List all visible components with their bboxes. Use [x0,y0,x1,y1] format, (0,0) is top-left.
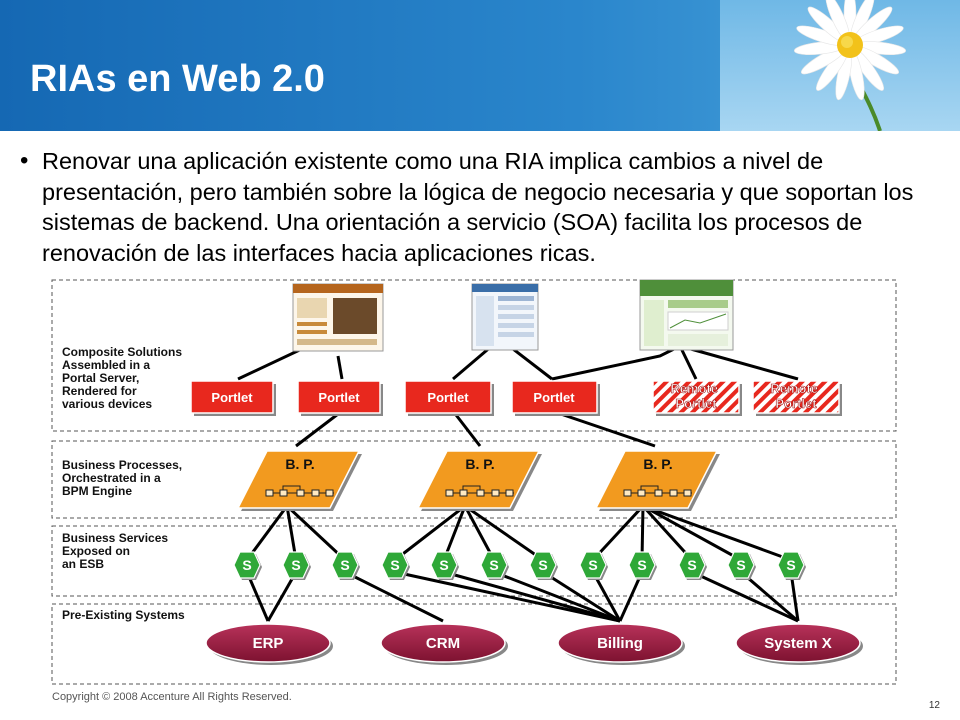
workflow-icon [265,485,334,497]
portlet-row: Portlet Portlet Portlet Portlet Remote P… [190,380,842,416]
portlet-box[interactable]: Portlet [404,380,494,416]
service-hexagon[interactable]: S [727,551,756,580]
soa-architecture-diagram: Composite Solutions Assembled in a Porta… [51,279,897,685]
service-hexagon[interactable]: S [480,551,509,580]
workflow-icon [623,485,692,497]
layer-label-line: an ESB [62,557,104,571]
portal-page-screenshot-icon [639,279,734,351]
remote-portlet-box[interactable]: Remote Portlet [652,380,742,416]
service-hexagon[interactable]: S [331,551,360,580]
system-erp[interactable]: ERP [205,623,333,665]
layer-label-line: Assembled in a [62,358,150,372]
system-label: System X [764,635,832,652]
service-hexagon[interactable]: S [282,551,311,580]
bullet-marker: • [20,147,29,174]
layer-boxes [51,279,897,685]
service-hexagon[interactable]: S [529,551,558,580]
system-label: ERP [253,635,284,652]
layer-label-esb: Business Services Exposed on an ESB [62,531,171,571]
business-process-shape[interactable]: B. P. [236,450,362,511]
layer-label-line: various devices [62,397,152,411]
service-hexagon[interactable]: S [678,551,707,580]
service-hexagon[interactable]: S [233,551,262,580]
service-label: S [390,557,399,573]
business-process-shape[interactable]: B. P. [416,450,542,511]
service-label: S [786,557,795,573]
systems-row: ERP CRM Billing System X [205,623,863,665]
remote-portlet-box[interactable]: Remote Portlet [752,380,842,416]
service-label: S [439,557,448,573]
business-process-label: B. P. [643,456,672,472]
service-hexagon[interactable]: S [628,551,657,580]
remote-portlet-label: Remote Portlet [770,381,821,411]
service-label: S [637,557,646,573]
portal-page-screenshot-icon [471,283,539,351]
service-label: S [242,557,251,573]
portlet-box[interactable]: Portlet [297,380,383,416]
business-process-label: B. P. [285,456,314,472]
slide-title: RIAs en Web 2.0 [30,58,325,100]
page-number: 12 [928,700,940,711]
layer-box-esb [51,525,897,597]
layer-label-line: Pre-Existing Systems [62,608,185,622]
business-process-row: B. P. B. P. [236,450,720,511]
layer-label-systems: Pre-Existing Systems [62,608,185,622]
layer-label-line: Exposed on [62,544,130,558]
remote-portlet-label: Remote Portlet [670,381,721,411]
service-label: S [291,557,300,573]
layer-label-line: Composite Solutions [62,345,182,359]
slide-header: RIAs en Web 2.0 [0,0,960,131]
portlet-label: Portlet [211,390,253,405]
system-label: Billing [597,635,643,652]
service-label: S [736,557,745,573]
daisy-flower-image [793,0,907,131]
connector-lines [237,337,800,623]
portlet-label: Portlet [318,390,360,405]
service-hexagon[interactable]: S [430,551,459,580]
layer-label-line: Portal Server, [62,371,139,385]
service-label: S [687,557,696,573]
layer-label-bpm: Business Processes, Orchestrated in a BP… [62,458,185,498]
workflow-icon [445,485,514,497]
copyright-footer: Copyright © 2008 Accenture All Rights Re… [52,691,292,703]
system-billing[interactable]: Billing [557,623,685,665]
portal-page-screenshot-icon [292,283,384,352]
layer-label-line: Business Services [62,531,168,545]
system-crm[interactable]: CRM [380,623,508,665]
portlet-label: Portlet [427,390,469,405]
layer-label-line: Orchestrated in a [62,471,161,485]
business-process-label: B. P. [465,456,494,472]
header-sky-image [720,0,960,131]
service-label: S [588,557,597,573]
service-hexagon[interactable]: S [381,551,410,580]
layer-label-portal: Composite Solutions Assembled in a Porta… [62,345,185,411]
system-x[interactable]: System X [735,623,863,665]
layer-box-bpm [51,440,897,519]
portlet-box[interactable]: Portlet [511,380,600,416]
business-process-shape[interactable]: B. P. [594,450,720,511]
system-label: CRM [426,635,460,652]
service-label: S [489,557,498,573]
portal-screenshots [292,279,734,352]
layer-box-systems [51,603,897,685]
layer-label-line: Rendered for [62,384,137,398]
portlet-label: Portlet [533,390,575,405]
layer-box-portal [51,279,897,432]
portlet-box[interactable]: Portlet [190,380,276,416]
service-hexagon[interactable]: S [579,551,608,580]
service-row: S S S S S S S [233,551,806,580]
service-label: S [340,557,349,573]
layer-label-line: Business Processes, [62,458,182,472]
service-hexagon[interactable]: S [777,551,806,580]
layer-label-line: BPM Engine [62,484,132,498]
service-label: S [538,557,547,573]
bullet-text: Renovar una aplicación existente como un… [42,148,914,266]
